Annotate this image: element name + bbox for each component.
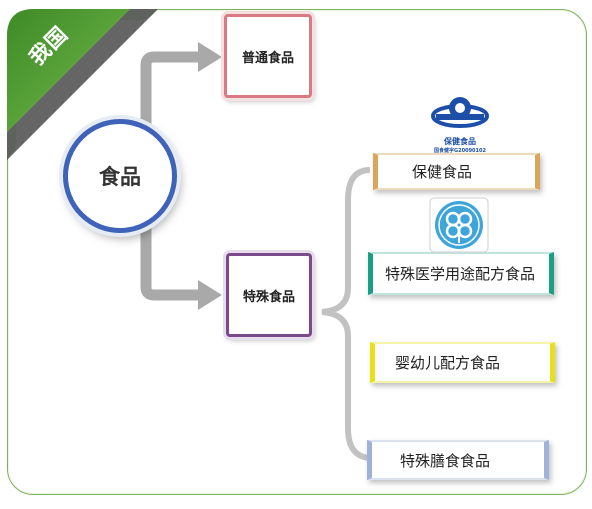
health-food-logo-icon <box>431 97 489 128</box>
health-food-logo-caption: 保健食品 国食健字G20090102 <box>424 136 496 154</box>
node-health-food: 保健食品 <box>373 153 540 190</box>
root-node-food: 食品 <box>63 119 177 233</box>
health-logo-title: 保健食品 <box>444 137 476 146</box>
health-logo-approval: 国食健字G20090102 <box>434 148 486 154</box>
node-general-food: 普通食品 <box>224 14 312 98</box>
arrow-general-icon <box>198 42 222 72</box>
node-special-diet-food: 特殊膳食食品 <box>367 440 549 480</box>
node-infant-formula-food: 婴幼儿配方食品 <box>370 342 555 383</box>
arrow-special-icon <box>198 280 222 310</box>
node-special-food: 特殊食品 <box>226 253 312 337</box>
node-medical-formula-food: 特殊医学用途配方食品 <box>368 252 554 295</box>
medical-food-logo-icon <box>429 197 489 253</box>
bracket-connector <box>321 167 373 461</box>
